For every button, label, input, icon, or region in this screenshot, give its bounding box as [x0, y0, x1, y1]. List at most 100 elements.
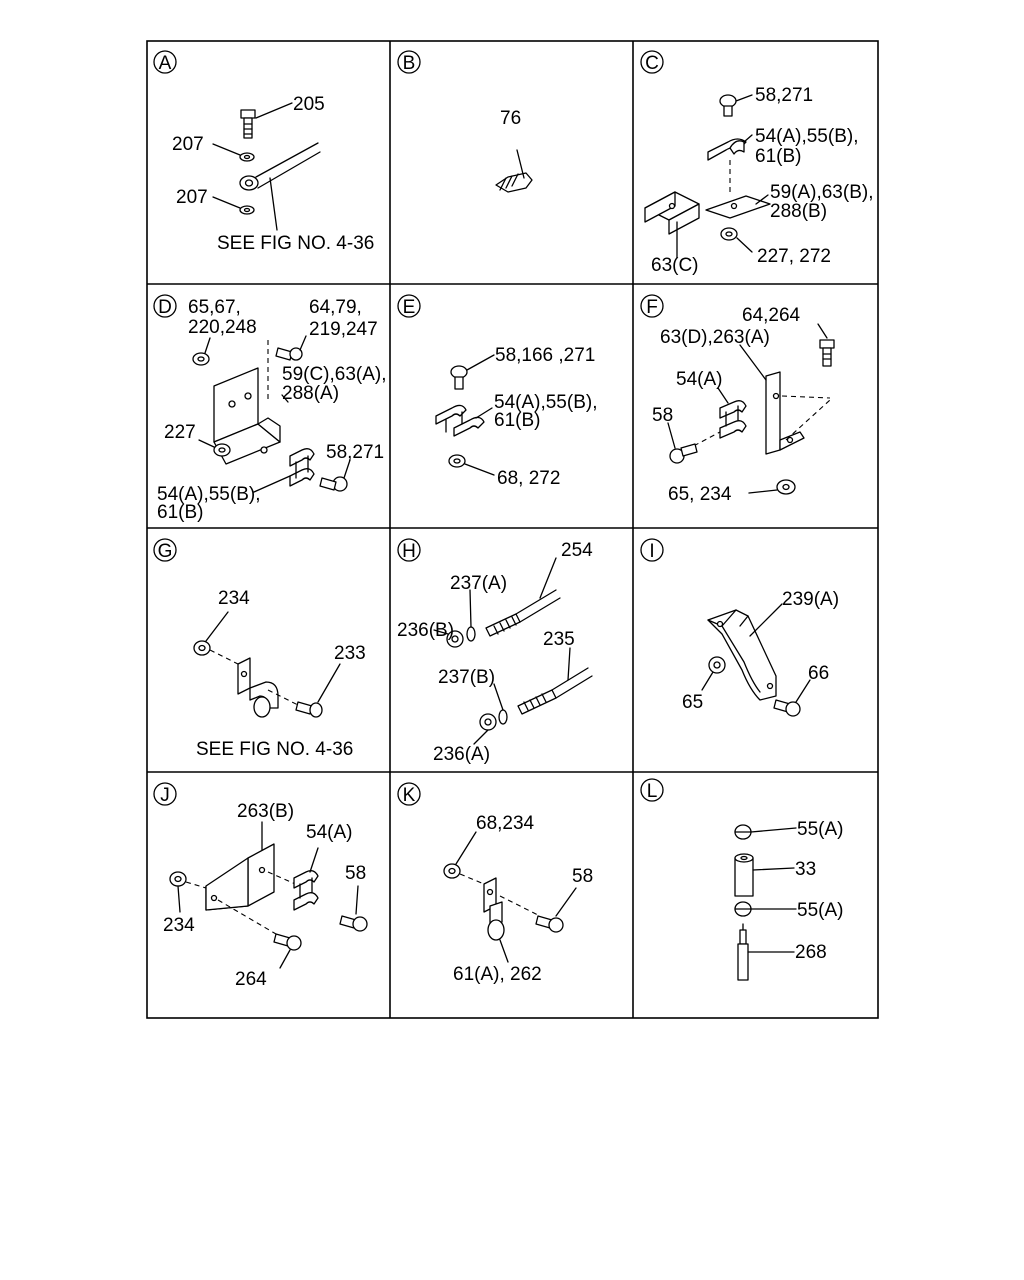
- callout-61b: 61(B): [157, 502, 203, 523]
- panel-marker-l: L: [640, 778, 664, 802]
- nut-icon: [213, 443, 231, 457]
- nut-icon: [192, 352, 210, 366]
- panel-a: 205 207 207 SEE FIG NO. 4-36: [172, 94, 374, 254]
- bracket-plate-icon: [705, 195, 771, 219]
- callout-54a-55b: 54(A),55(B),: [494, 392, 597, 413]
- clip-icon: [237, 657, 279, 718]
- bolt-icon: [773, 699, 801, 717]
- panel-l: 55(A) 33 55(A) 268: [734, 819, 843, 981]
- callout-227: 227: [164, 422, 196, 443]
- cap-icon: [734, 824, 752, 840]
- callout-55a: 55(A): [797, 900, 843, 921]
- svg-text:A: A: [159, 53, 172, 74]
- callout-219-247: 219,247: [309, 319, 378, 340]
- bracket-icon: [213, 367, 281, 465]
- svg-text:G: G: [158, 541, 173, 562]
- nut-icon: [479, 713, 497, 731]
- svg-text:K: K: [403, 785, 416, 806]
- hose-icon: [485, 589, 561, 637]
- washer-icon: [239, 152, 255, 162]
- callout-227-272: 227, 272: [757, 246, 831, 267]
- callout-58: 58: [572, 866, 593, 887]
- callout-65-234: 65, 234: [668, 484, 732, 505]
- bolt-icon: [295, 701, 323, 718]
- callout-264: 264: [235, 969, 267, 990]
- callout-54a-55b: 54(A),55(B),: [755, 126, 858, 147]
- nut-icon: [169, 871, 187, 887]
- callout-236a: 236(A): [433, 744, 490, 765]
- clip-icon: [435, 404, 485, 437]
- callout-58: 58: [652, 405, 673, 426]
- clip-icon: [719, 400, 747, 439]
- callout-233: 233: [334, 643, 366, 664]
- bolt-icon: [319, 476, 348, 492]
- callout-234: 234: [163, 915, 195, 936]
- svg-text:C: C: [645, 53, 659, 74]
- callout-66: 66: [808, 663, 829, 684]
- callout-58-166-271: 58,166 ,271: [495, 345, 595, 366]
- panel-marker-h: H: [397, 538, 421, 562]
- callout-64-79: 64,79,: [309, 297, 362, 318]
- svg-text:J: J: [160, 785, 170, 806]
- clip-icon: [293, 870, 319, 911]
- panel-i: 239(A) 66 65: [682, 589, 839, 717]
- bracket-icon: [765, 371, 805, 455]
- callout-288b: 288(B): [770, 201, 827, 222]
- panel-grid: [146, 40, 879, 1019]
- panel-c: 58,271 54(A),55(B), 61(B) 59(A),63(B), 2…: [644, 85, 873, 276]
- panel-d: 65,67, 220,248 64,79, 219,247 59(C),63(A…: [157, 297, 387, 523]
- panel-g: 234 233 SEE FIG NO. 4-36: [193, 588, 366, 760]
- panel-h: 254 237(A) 236(B) 235 237(B) 236(A): [397, 540, 593, 765]
- svg-text:L: L: [647, 781, 658, 802]
- bolt-icon: [669, 443, 698, 464]
- rod-icon: [737, 923, 749, 981]
- bolt-icon: [450, 365, 468, 390]
- callout-237b: 237(B): [438, 667, 495, 688]
- nut-icon: [448, 454, 466, 468]
- panel-marker-f: F: [640, 294, 664, 318]
- washer-icon: [498, 709, 508, 725]
- callout-63c: 63(C): [651, 255, 699, 276]
- callout-64-264: 64,264: [742, 305, 801, 326]
- callout-58-271: 58,271: [326, 442, 384, 463]
- bolt-icon: [339, 915, 368, 932]
- callout-54a-55b: 54(A),55(B),: [157, 484, 260, 505]
- callout-234: 234: [218, 588, 250, 609]
- nut-icon: [446, 630, 464, 648]
- nut-icon: [193, 640, 211, 656]
- callout-55a: 55(A): [797, 819, 843, 840]
- callout-220-248: 220,248: [188, 317, 257, 338]
- cap-icon: [734, 901, 752, 917]
- bolt-icon: [275, 347, 303, 361]
- clip-icon: [707, 138, 747, 161]
- nut-icon: [720, 227, 738, 241]
- callout-65: 65: [682, 692, 703, 713]
- callout-76: 76: [500, 108, 521, 129]
- callout-239a: 239(A): [782, 589, 839, 610]
- svg-text:B: B: [403, 53, 416, 74]
- panel-marker-e: E: [397, 294, 421, 318]
- callout-54a: 54(A): [306, 822, 352, 843]
- callout-54a: 54(A): [676, 369, 722, 390]
- callout-237a: 237(A): [450, 573, 507, 594]
- panel-e: 58,166 ,271 54(A),55(B), 61(B) 68, 272: [435, 345, 597, 489]
- callout-207: 207: [172, 134, 204, 155]
- panel-marker-i: I: [640, 538, 664, 562]
- callout-288a: 288(A): [282, 383, 339, 404]
- callout-236b: 236(B): [397, 620, 454, 641]
- callout-58: 58: [345, 863, 366, 884]
- panel-j: 263(B) 54(A) 58 234 264: [163, 801, 368, 990]
- callout-61a-262: 61(A), 262: [453, 964, 542, 985]
- eye-fitting-icon: [239, 142, 321, 191]
- spacer-icon: [734, 853, 754, 897]
- bracket-icon: [205, 843, 275, 911]
- panel-marker-g: G: [153, 538, 177, 562]
- callout-68-272: 68, 272: [497, 468, 560, 489]
- hose-icon: [517, 667, 593, 715]
- svg-text:D: D: [158, 297, 172, 318]
- panel-marker-c: C: [640, 50, 664, 74]
- nut-icon: [443, 863, 461, 879]
- panel-k: 68,234 58 61(A), 262: [443, 813, 593, 985]
- callout-68-234: 68,234: [476, 813, 535, 834]
- bolt-icon: [819, 339, 835, 367]
